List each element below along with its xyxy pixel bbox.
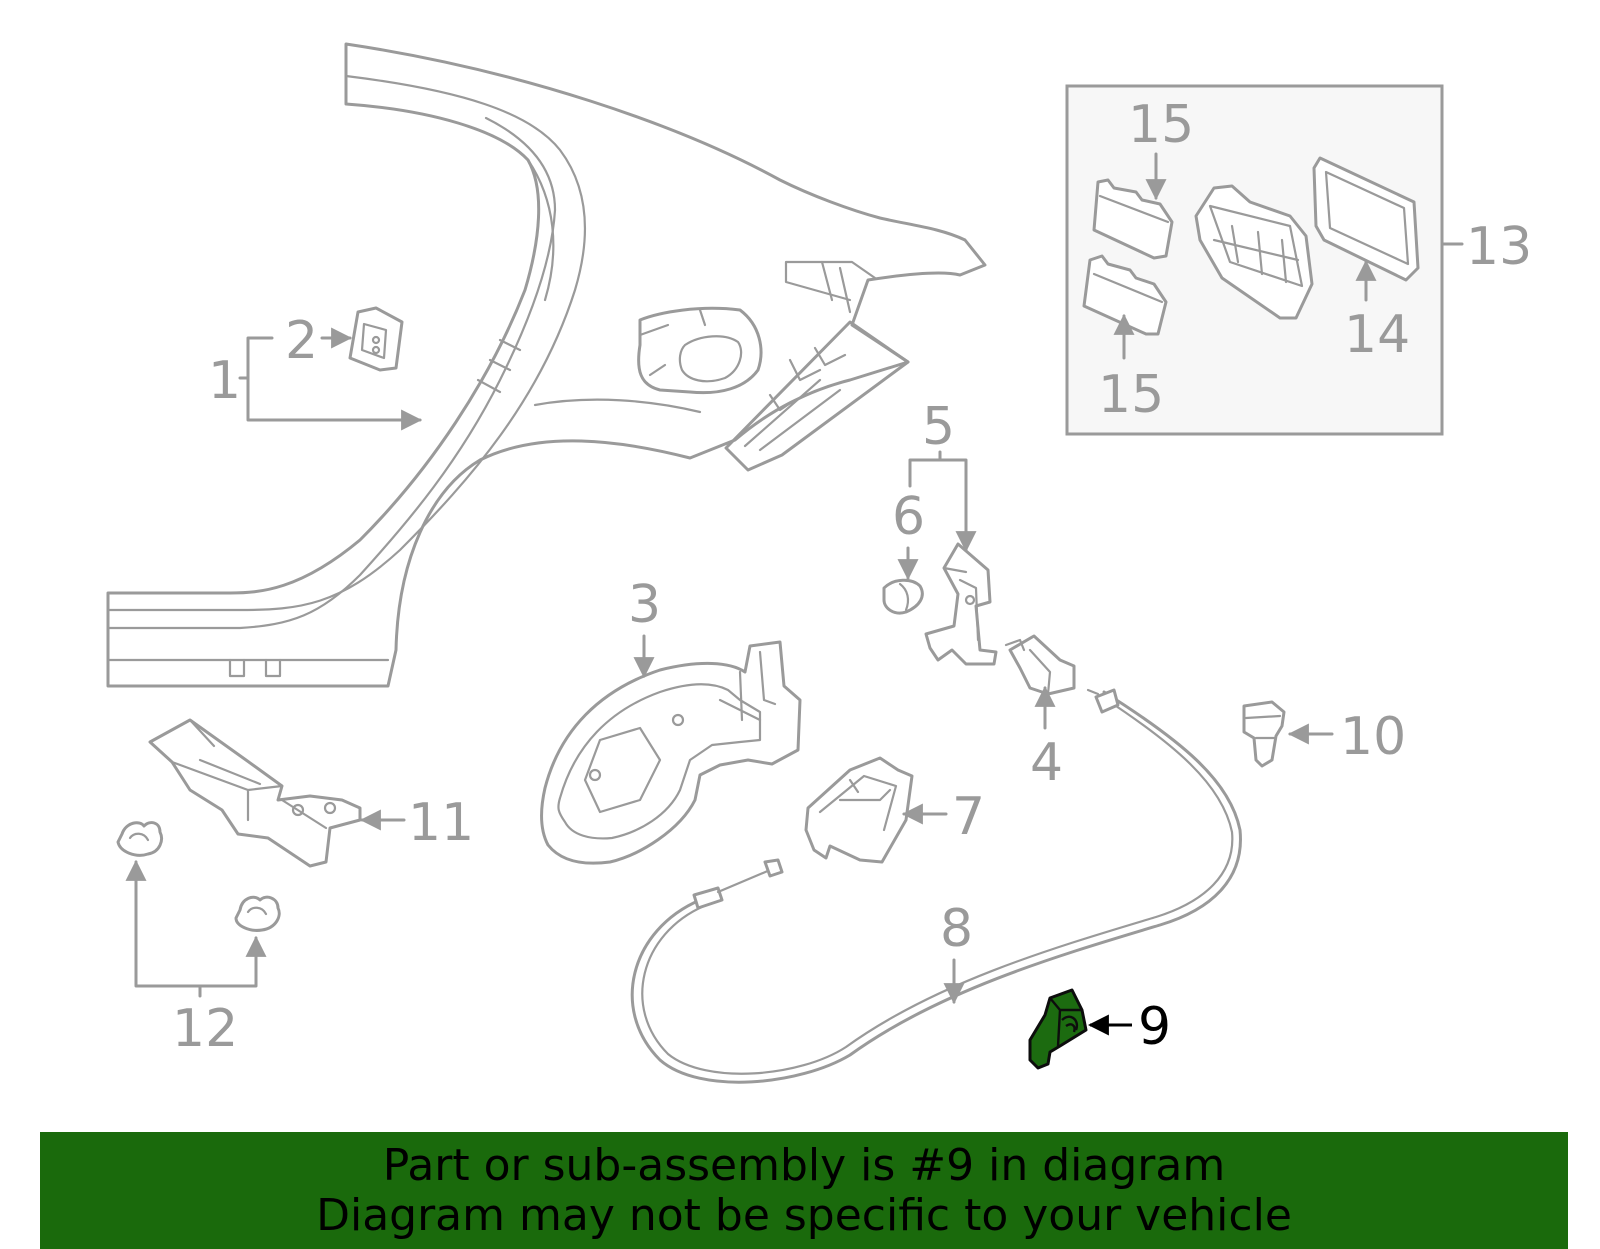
leader-lines [125,152,1377,1036]
hinge-part-4[interactable] [1004,634,1076,696]
info-banner: Part or sub-assembly is #9 in diagram Di… [40,1132,1568,1249]
callout-labels: 1 2 3 4 5 6 7 8 9 10 11 12 13 14 15 15 [172,95,1532,1059]
bracket-part-2[interactable] [348,306,404,372]
clip-part-9[interactable] [1028,988,1088,1070]
callout-9[interactable]: 9 [1138,997,1171,1057]
callout-6[interactable]: 6 [892,487,925,547]
quarter-panel[interactable] [106,42,987,688]
callout-15-lower[interactable]: 15 [1098,365,1164,425]
push-clip-part-10[interactable] [1242,700,1286,768]
nut-part-12-a[interactable] [116,821,163,857]
banner-line-2: Diagram may not be specific to your vehi… [316,1189,1292,1241]
callout-12[interactable]: 12 [172,999,238,1059]
fuel-filler-housing[interactable] [540,640,802,865]
inset-box [1065,84,1464,436]
bracket-part-5[interactable] [924,542,998,666]
callout-1[interactable]: 1 [208,351,241,411]
callout-10[interactable]: 10 [1340,707,1406,767]
callout-8[interactable]: 8 [940,899,973,959]
callout-15-upper[interactable]: 15 [1128,95,1194,155]
callout-2[interactable]: 2 [285,311,318,371]
nut-part-12-b[interactable] [234,895,281,932]
callout-7[interactable]: 7 [952,787,985,847]
clip-part-15-upper[interactable] [1092,178,1174,260]
callout-11[interactable]: 11 [408,793,474,853]
bump-stop-part-6[interactable] [882,578,924,615]
callout-13[interactable]: 13 [1466,217,1532,277]
callout-14[interactable]: 14 [1344,305,1410,365]
release-cable-part-8[interactable] [630,688,1242,1084]
banner-line-1: Part or sub-assembly is #9 in diagram [382,1139,1226,1191]
bracket-part-11[interactable] [148,718,362,868]
callout-4[interactable]: 4 [1030,733,1063,793]
callout-5[interactable]: 5 [922,397,955,457]
callout-3[interactable]: 3 [628,575,661,635]
fuel-door-assembly-part-13[interactable] [1194,184,1314,320]
actuator-part-7[interactable] [804,756,914,864]
